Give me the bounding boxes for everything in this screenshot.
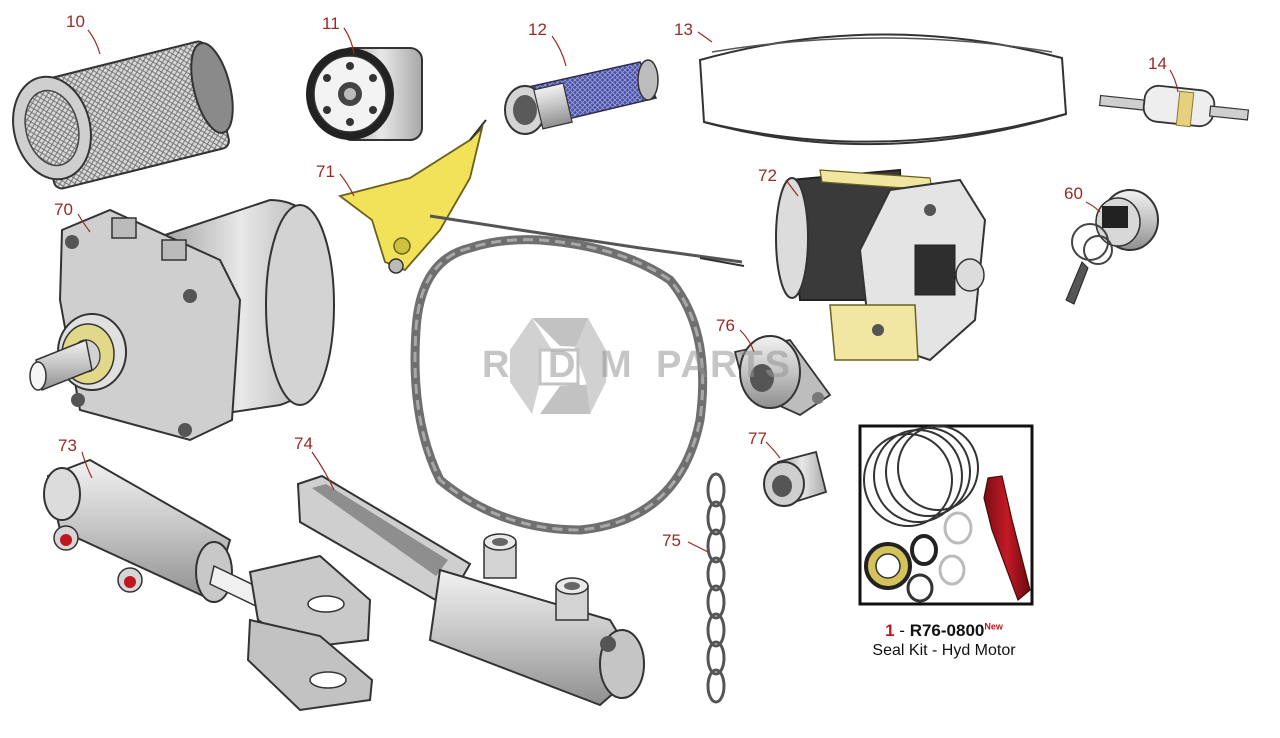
seal-kit-part-number: R76-0800 [909,621,985,640]
watermark-logo [510,318,606,414]
watermark-letter-d: D [548,344,578,386]
callout-60: 60 [1064,184,1083,203]
spacer-bushing-part [763,450,828,507]
seal-kit-quantity: 1 [885,621,895,640]
throttle-cable-loop [410,235,708,535]
callout-10: 10 [66,12,85,31]
throttle-bracket-part [337,119,745,274]
flange-bearing-part [733,335,832,417]
watermark-word: PARTS [656,344,792,386]
watermark-letter-m: M [600,344,634,386]
callout-72: 72 [758,166,777,185]
callout-74: 74 [294,434,313,453]
callout-11: 11 [322,14,340,33]
starter-motor-part [775,168,987,362]
seal-kit-inset [858,424,1034,606]
belt-part [698,33,1068,146]
callout-14: 14 [1148,54,1167,73]
callout-75: 75 [662,531,681,550]
callout-71: 71 [316,162,335,181]
air-filter-part [12,40,234,190]
fuel-filter-part [1098,84,1250,128]
seal-kit-description: Seal Kit - Hyd Motor [872,642,1016,660]
link-arm-part [296,474,645,707]
callout-76: 76 [716,316,735,335]
ignition-switch-part [1065,189,1159,305]
new-badge: New [984,621,1003,632]
hydraulic-cylinder-part [43,458,374,712]
hydraulic-motor-part [29,198,335,442]
leader-lines [77,27,1179,553]
chain-part [706,472,726,704]
callout-77: 77 [748,429,767,448]
callout-12: 12 [528,20,547,39]
seal-kit-part-line: 1 - R76-0800New [846,620,1042,641]
seal-kit-caption: 1 - R76-0800New Seal Kit - Hyd Motor [846,620,1042,661]
watermark-letter-r: R [482,344,512,386]
callout-73: 73 [58,436,77,455]
seal-kit-separator: - [894,621,910,640]
callout-70: 70 [54,200,73,219]
callout-13: 13 [674,20,693,39]
hose-part [504,59,659,135]
oil-filter-part [306,47,423,141]
